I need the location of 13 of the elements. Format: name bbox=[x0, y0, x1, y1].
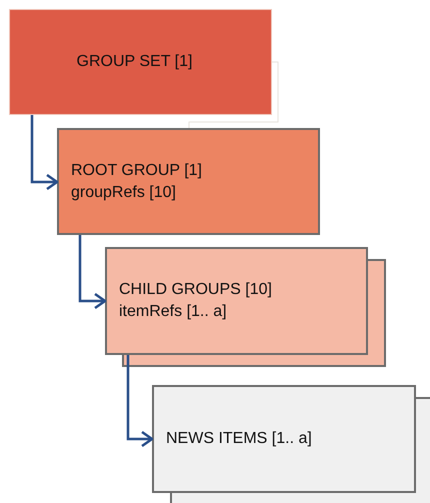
box-detail: itemRefs [1.. a] bbox=[119, 302, 227, 322]
process-box bbox=[9, 9, 272, 115]
process-box bbox=[152, 385, 416, 493]
box-title: NEWS ITEMS [1.. a] bbox=[166, 429, 312, 449]
arrow bbox=[126, 355, 154, 448]
box-title: GROUP SET [1] bbox=[76, 52, 192, 72]
process-box bbox=[105, 247, 368, 355]
box-title: ROOT GROUP [1] bbox=[71, 160, 202, 180]
arrow bbox=[30, 115, 58, 190]
process-box bbox=[57, 128, 320, 235]
arrow bbox=[78, 235, 106, 310]
box-title: CHILD GROUPS [10] bbox=[119, 280, 272, 300]
box-detail: groupRefs [10] bbox=[71, 182, 176, 202]
